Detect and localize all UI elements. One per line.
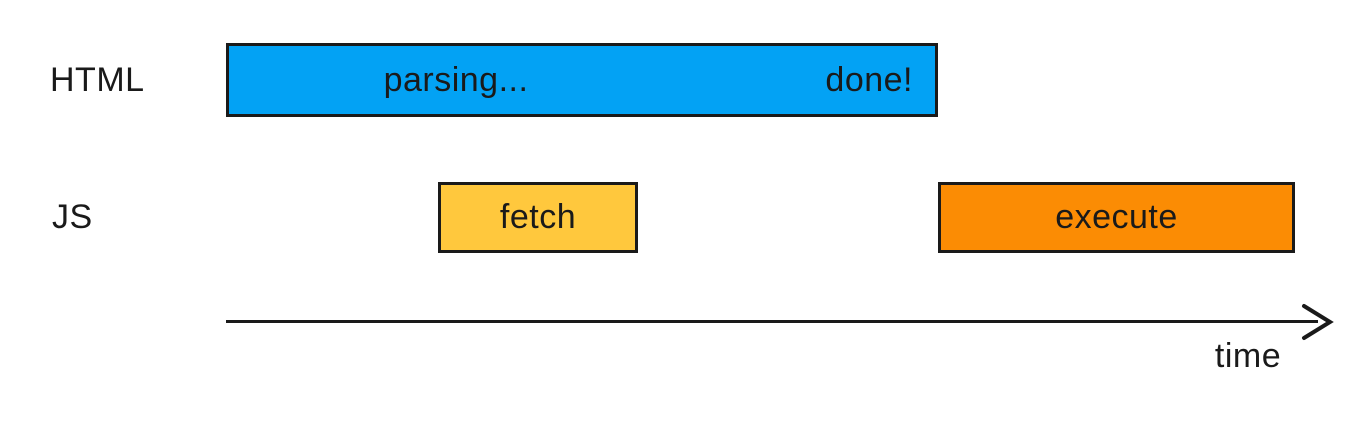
time-axis-label: time (1214, 337, 1282, 375)
done-label: done! (825, 60, 913, 99)
parsing-label: parsing... (383, 60, 529, 99)
html-parsing-bar: parsing... done! (226, 43, 938, 117)
time-axis-line (226, 320, 1318, 323)
execute-label: execute (1055, 198, 1178, 236)
js-execute-bar: execute (938, 182, 1295, 253)
row-label-html: HTML (50, 60, 145, 99)
fetch-label: fetch (499, 198, 577, 236)
js-fetch-bar: fetch (438, 182, 638, 253)
arrowhead-icon (1302, 304, 1334, 340)
row-label-js: JS (52, 198, 93, 236)
